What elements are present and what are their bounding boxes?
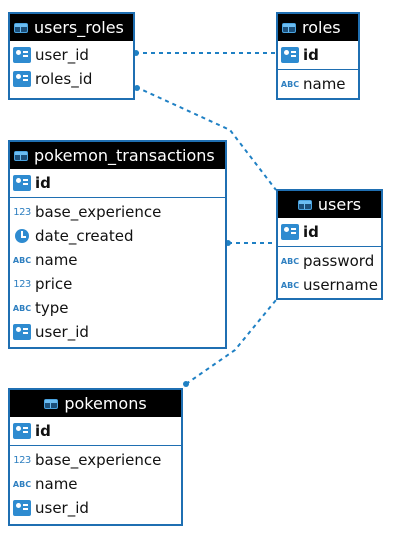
column-name: password	[303, 252, 375, 270]
primary-key-icon	[13, 174, 31, 192]
column-name: id	[303, 223, 319, 241]
column-name-field[interactable]: ABC name	[10, 248, 225, 272]
pokemon-transactions-table[interactable]: pokemon_transactions id 123 base_experie…	[8, 140, 227, 349]
column-name-field[interactable]: ABC name	[10, 472, 181, 496]
pokemons-to-users-line	[185, 299, 277, 385]
column-name: type	[35, 299, 69, 317]
column-name-field[interactable]: ABC name	[278, 72, 358, 96]
table-icon	[14, 22, 28, 33]
column-id[interactable]: id	[278, 43, 358, 67]
column-name: id	[35, 174, 51, 192]
column-user-id[interactable]: user_id	[10, 320, 225, 344]
pokemons-title: pokemons	[64, 394, 147, 413]
pokemons-pk-section: id	[10, 417, 181, 445]
users-header[interactable]: users	[278, 191, 381, 218]
column-username[interactable]: ABC username	[278, 273, 381, 297]
users-roles-to-users-endpoint	[134, 85, 140, 91]
pokemons-to-users-endpoint	[183, 381, 189, 387]
roles-columns: ABC name	[278, 69, 358, 98]
column-name: base_experience	[35, 203, 162, 221]
column-id[interactable]: id	[10, 419, 181, 443]
column-base-experience[interactable]: 123 base_experience	[10, 200, 225, 224]
table-icon	[282, 22, 296, 33]
column-name: id	[303, 46, 319, 64]
column-user-id[interactable]: user_id	[10, 496, 181, 520]
clock-icon	[13, 227, 31, 245]
users-title: users	[317, 195, 362, 214]
column-name: id	[35, 422, 51, 440]
text-type-icon: ABC	[12, 255, 32, 265]
foreign-key-icon	[13, 70, 31, 88]
pokemons-header[interactable]: pokemons	[10, 390, 181, 417]
roles-table[interactable]: roles id ABC name	[276, 12, 360, 100]
column-id[interactable]: id	[278, 220, 381, 244]
column-id[interactable]: id	[10, 171, 225, 195]
users-pk-section: id	[278, 218, 381, 246]
table-icon	[297, 199, 312, 210]
column-price[interactable]: 123 price	[10, 272, 225, 296]
column-type[interactable]: ABC type	[10, 296, 225, 320]
column-name: name	[303, 75, 346, 93]
column-roles-id[interactable]: roles_id	[10, 67, 133, 91]
column-name: price	[35, 275, 73, 293]
table-icon	[44, 398, 59, 409]
users-roles-title: users_roles	[34, 18, 124, 37]
roles-header[interactable]: roles	[278, 14, 358, 41]
users-roles-header[interactable]: users_roles	[10, 14, 133, 41]
text-type-icon: ABC	[280, 280, 300, 290]
pokemons-table[interactable]: pokemons id 123 base_experience ABC name…	[8, 388, 183, 526]
numeric-type-icon: 123	[13, 454, 31, 466]
roles-title: roles	[302, 18, 341, 37]
table-icon	[14, 150, 28, 161]
pokemon-transactions-pk-section: id	[10, 169, 225, 197]
pokemons-columns: 123 base_experience ABC name user_id	[10, 445, 181, 522]
users-roles-columns: user_id roles_id	[10, 41, 133, 93]
users-roles-to-users-line	[135, 86, 277, 191]
users-columns: ABC password ABC username	[278, 246, 381, 299]
foreign-key-icon	[13, 499, 31, 517]
column-date-created[interactable]: date_created	[10, 224, 225, 248]
numeric-type-icon: 123	[13, 206, 31, 218]
column-name: user_id	[35, 323, 89, 341]
column-name: username	[303, 276, 378, 294]
foreign-key-icon	[13, 323, 31, 341]
column-name: user_id	[35, 499, 89, 517]
column-name: user_id	[35, 46, 89, 64]
column-name: name	[35, 475, 78, 493]
text-type-icon: ABC	[280, 79, 300, 89]
text-type-icon: ABC	[280, 256, 300, 266]
pokemon-transactions-title: pokemon_transactions	[34, 146, 215, 165]
text-type-icon: ABC	[12, 479, 32, 489]
foreign-key-icon	[13, 46, 31, 64]
column-name: name	[35, 251, 78, 269]
users-roles-table[interactable]: users_roles user_id roles_id	[8, 12, 135, 100]
column-name: date_created	[35, 227, 134, 245]
primary-key-icon	[13, 422, 31, 440]
users-table[interactable]: users id ABC password ABC username	[276, 189, 383, 300]
text-type-icon: ABC	[12, 303, 32, 313]
column-name: base_experience	[35, 451, 162, 469]
pokemon-transactions-header[interactable]: pokemon_transactions	[10, 142, 225, 169]
column-base-experience[interactable]: 123 base_experience	[10, 448, 181, 472]
column-user-id[interactable]: user_id	[10, 43, 133, 67]
pokemon-transactions-columns: 123 base_experience date_created ABC nam…	[10, 197, 225, 346]
numeric-type-icon: 123	[13, 278, 31, 290]
column-name: roles_id	[35, 70, 93, 88]
primary-key-icon	[281, 46, 299, 64]
column-password[interactable]: ABC password	[278, 249, 381, 273]
roles-pk-section: id	[278, 41, 358, 69]
primary-key-icon	[281, 223, 299, 241]
